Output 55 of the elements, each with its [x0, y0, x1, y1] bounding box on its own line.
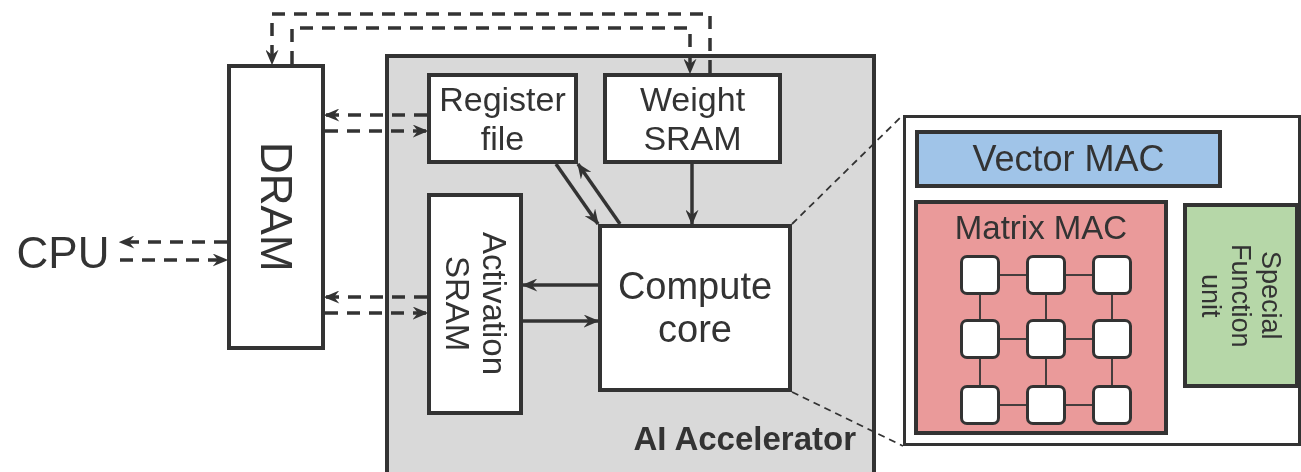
panel-title: AI Accelerator [633, 421, 856, 458]
node-label: Special Function unit [1195, 242, 1287, 350]
arrow [523, 314, 600, 328]
arrow [685, 164, 699, 226]
arrow [521, 278, 598, 292]
accelerator-panel [385, 54, 876, 472]
node-label: Matrix MAC [954, 210, 1128, 247]
processing-element [1092, 319, 1132, 359]
special-function-box [1183, 203, 1299, 388]
connector-line [1045, 294, 1047, 320]
node-label: Activation SRAM [438, 231, 512, 378]
connector-line [1045, 358, 1047, 386]
arrow [576, 162, 622, 225]
zoom-line [791, 391, 904, 447]
dram-box [227, 64, 325, 350]
dashed-arrow [290, 26, 697, 75]
connector-line [1065, 404, 1093, 406]
node-label: Vector MAC [972, 138, 1165, 180]
connector-line [999, 274, 1027, 276]
dashed-arrow [325, 124, 429, 138]
weight-sram-box [603, 73, 782, 164]
activation-sram-box [427, 193, 523, 415]
dashed-arrow [325, 306, 429, 320]
node-label: CPU [16, 228, 110, 278]
dashed-arrow [323, 290, 427, 304]
connector-line [999, 404, 1027, 406]
connector-line [1065, 274, 1093, 276]
connector-line [979, 294, 981, 320]
arrow [554, 163, 600, 226]
matrix-mac-box [914, 200, 1168, 435]
processing-element [1092, 385, 1132, 425]
node-label: DRAM [251, 142, 301, 272]
processing-element [960, 255, 1000, 295]
node-label: Register file [438, 80, 567, 157]
register-file-box [427, 73, 578, 164]
processing-element [1026, 385, 1066, 425]
vector-mac-box [915, 130, 1222, 188]
connector-line [999, 338, 1027, 340]
connector-line [1065, 338, 1093, 340]
processing-element [1092, 255, 1132, 295]
node-label: Compute core [616, 265, 774, 351]
node-label: Weight SRAM [638, 80, 747, 157]
detail-panel [903, 115, 1301, 446]
dashed-arrow [120, 253, 229, 267]
dashed-arrow [323, 108, 427, 122]
connector-line [979, 358, 981, 386]
connector-line [1111, 294, 1113, 320]
dashed-arrow [118, 235, 227, 249]
connector-line [1111, 358, 1113, 386]
dashed-arrow [265, 12, 712, 73]
processing-element [1026, 319, 1066, 359]
compute-core-box [598, 224, 792, 392]
processing-element [960, 319, 1000, 359]
processing-element [1026, 255, 1066, 295]
processing-element [960, 385, 1000, 425]
